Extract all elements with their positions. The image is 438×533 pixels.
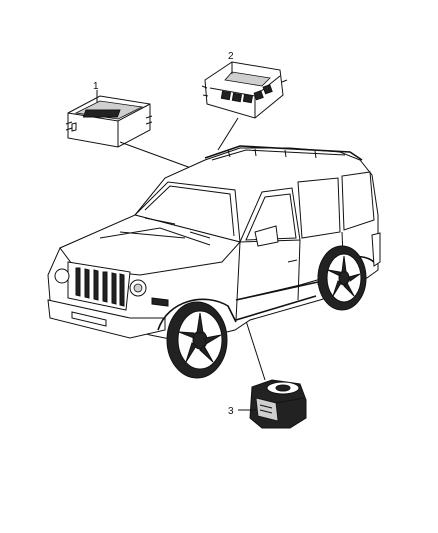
callout-1: 1 — [93, 81, 99, 92]
callout-2: 2 — [228, 51, 234, 62]
pointer-line-2 — [217, 117, 239, 151]
control-module-icon — [65, 95, 153, 148]
suv-vehicle-icon — [47, 145, 381, 379]
siren-module-icon — [249, 379, 307, 429]
callout-3: 3 — [228, 406, 234, 417]
switch-bezel-panel-icon — [201, 61, 288, 119]
